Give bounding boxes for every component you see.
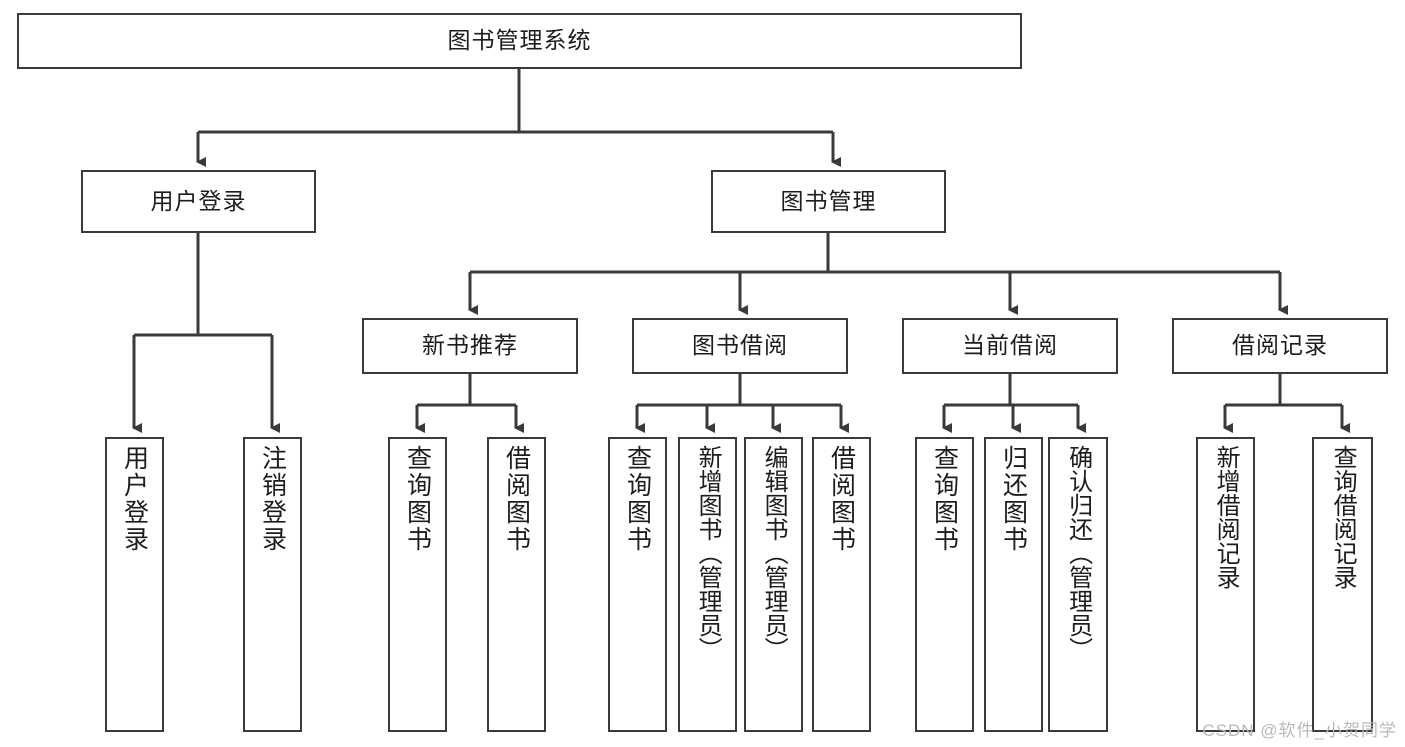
node-label: 图书管理系统 xyxy=(447,27,592,54)
node-leaf-cb-confirm-return[interactable]: 确认归还（管理员） xyxy=(1048,437,1108,732)
node-leaf-bb-add-book[interactable]: 新增图书（管理员） xyxy=(678,437,737,732)
node-book-borrow[interactable]: 图书借阅 xyxy=(632,318,848,374)
node-leaf-br-query-record[interactable]: 查询借阅记录 xyxy=(1312,437,1373,732)
node-label: 当前借阅 xyxy=(962,332,1058,359)
node-leaf-cb-return-book[interactable]: 归还图书 xyxy=(984,437,1043,732)
node-leaf-bb-query-book[interactable]: 查询图书 xyxy=(608,437,667,732)
node-label: 查询图书 xyxy=(403,445,432,553)
node-label: 借阅记录 xyxy=(1232,332,1328,359)
node-label: 查询借阅记录 xyxy=(1329,445,1357,589)
node-borrow-record[interactable]: 借阅记录 xyxy=(1172,318,1388,374)
node-label: 图书管理 xyxy=(780,187,877,214)
node-leaf-bb-borrow-book[interactable]: 借阅图书 xyxy=(812,437,871,732)
node-label: 图书借阅 xyxy=(692,332,788,359)
node-leaf-rec-borrow-book[interactable]: 借阅图书 xyxy=(487,437,546,732)
node-label: 新书推荐 xyxy=(422,332,518,359)
node-book-manage[interactable]: 图书管理 xyxy=(711,170,946,233)
node-label: 注销登录 xyxy=(258,445,287,553)
node-label: 查询图书 xyxy=(930,445,959,553)
node-user-login[interactable]: 用户登录 xyxy=(81,170,316,233)
node-label: 确认归还（管理员） xyxy=(1064,445,1092,661)
node-current-borrow[interactable]: 当前借阅 xyxy=(902,318,1118,374)
watermark-text: CSDN @软件_小贺同学 xyxy=(1202,721,1397,740)
node-new-book-recommend[interactable]: 新书推荐 xyxy=(362,318,578,374)
node-leaf-br-add-record[interactable]: 新增借阅记录 xyxy=(1196,437,1255,732)
node-label: 编辑图书（管理员） xyxy=(760,445,788,661)
node-root-system[interactable]: 图书管理系统 xyxy=(17,13,1022,69)
node-label: 查询图书 xyxy=(623,445,652,553)
node-leaf-user-logout[interactable]: 注销登录 xyxy=(243,437,302,732)
node-label: 用户登录 xyxy=(150,187,247,214)
node-label: 新增图书（管理员） xyxy=(694,445,722,661)
node-label: 借阅图书 xyxy=(502,445,531,553)
node-leaf-user-login[interactable]: 用户登录 xyxy=(105,437,164,732)
node-label: 归还图书 xyxy=(999,445,1028,553)
node-leaf-cb-query-book[interactable]: 查询图书 xyxy=(915,437,974,732)
node-label: 借阅图书 xyxy=(827,445,856,553)
node-label: 用户登录 xyxy=(120,445,149,553)
node-leaf-bb-edit-book[interactable]: 编辑图书（管理员） xyxy=(744,437,803,732)
node-leaf-rec-query-book[interactable]: 查询图书 xyxy=(388,437,447,732)
node-label: 新增借阅记录 xyxy=(1212,445,1240,589)
